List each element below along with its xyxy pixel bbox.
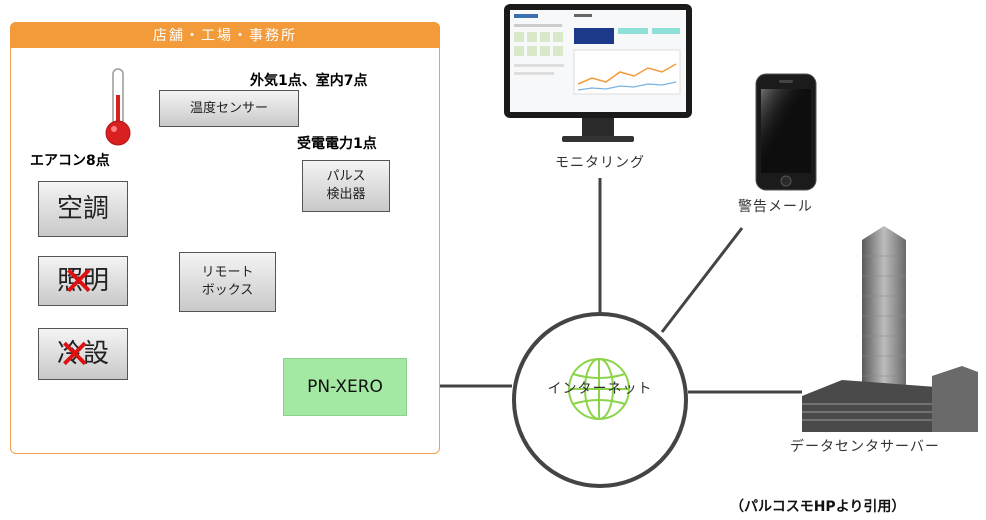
smartphone-icon xyxy=(755,73,817,191)
alert-mail-label: 警告メール xyxy=(738,199,813,215)
pulse-detector-line2: 検出器 xyxy=(326,187,366,202)
temperature-sensor-box: 温度センサー xyxy=(159,90,299,127)
refrigeration-label: 冷設 xyxy=(56,339,109,369)
outdoor-indoor-label: 外気1点、室内7点 xyxy=(250,73,368,89)
remote-box-line1: リモート xyxy=(201,265,254,280)
pulse-detector-box: パルス 検出器 xyxy=(302,160,390,212)
datacenter-building-icon xyxy=(802,226,978,432)
pulse-detector-line1: パルス xyxy=(326,169,366,184)
power-label: 受電電力1点 xyxy=(297,136,377,152)
lighting-box: 照明 xyxy=(38,256,128,306)
remote-box: リモート ボックス xyxy=(179,252,276,312)
globe-icon xyxy=(568,358,630,420)
lighting-label: 照明 xyxy=(56,266,109,296)
panel-title: 店舗・工場・事務所 xyxy=(10,22,440,48)
datacenter-label: データセンタサーバー xyxy=(790,439,940,455)
refrigeration-box: 冷設 xyxy=(38,328,128,380)
aircon-box: 空調 xyxy=(38,181,128,237)
lighting-cross-icon: ✕ xyxy=(62,259,96,305)
pn-xero-box: PN-XERO xyxy=(283,358,407,416)
thermometer-icon xyxy=(105,68,131,146)
refrigeration-cross-icon: ✕ xyxy=(58,332,92,378)
aircon-count-label: エアコン8点 xyxy=(30,153,110,169)
internet-label: インターネット xyxy=(547,381,653,397)
monitoring-label: モニタリング xyxy=(555,155,645,171)
remote-box-line2: ボックス xyxy=(201,283,254,298)
citation-text: （パルコスモHPより引用） xyxy=(730,499,906,515)
monitor-icon xyxy=(504,4,692,142)
